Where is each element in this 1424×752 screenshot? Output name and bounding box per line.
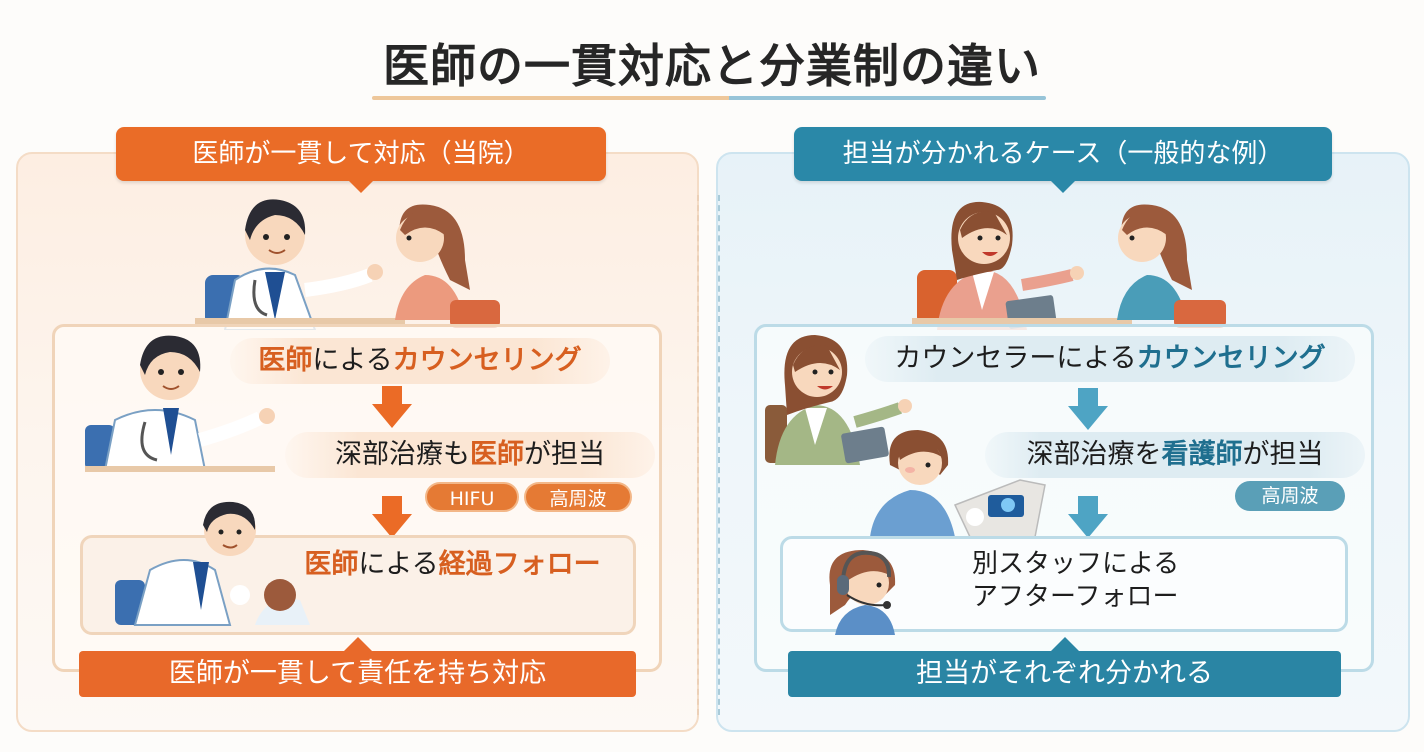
step-text-line1: 別スタッフによる (972, 549, 1180, 579)
nurse-operating-device-illustration-icon (870, 430, 1046, 537)
left-header-banner: 医師が一貫して対応（当院） (116, 127, 606, 193)
doctor-patient-illustration-icon (195, 199, 500, 330)
tag-radiofrequency: 高周波 (524, 482, 632, 512)
tag-radiofrequency: 高周波 (1235, 481, 1345, 511)
doctor-gesturing-illustration-icon (85, 335, 275, 472)
highlight-counseling: カウンセリング (392, 345, 582, 376)
counselor-with-tablet-illustration-icon (765, 335, 912, 465)
arrow-down-icon (1068, 388, 1108, 430)
right-summary-bar: 担当がそれぞれ分かれる (788, 637, 1341, 697)
left-divider (697, 195, 699, 715)
step-text: 深部治療を (1026, 439, 1162, 470)
page-title: 医師の一貫対応と分業制の違い (383, 39, 1041, 93)
highlight-doctor: 医師 (304, 549, 359, 580)
step-text: が担当 (1242, 439, 1324, 470)
left-step-treatment: 深部治療も医師が担当 (285, 432, 655, 478)
step-text-line2: アフターフォロー (972, 582, 1179, 612)
right-step-followup: 別スタッフによる アフターフォロー (972, 548, 1212, 614)
arrow-down-icon (1068, 496, 1108, 538)
step-text: による (312, 345, 393, 376)
right-step-treatment: 深部治療を看護師が担当 (985, 432, 1365, 478)
left-step-counseling: 医師によるカウンセリング (230, 338, 610, 384)
step-text: が担当 (524, 439, 605, 470)
right-step-counseling: カウンセラーによるカウンセリング (865, 336, 1355, 382)
right-header-banner: 担当が分かれるケース（一般的な例） (794, 127, 1332, 193)
highlight-follow: 経過フォロー (438, 549, 601, 580)
arrow-down-icon (372, 386, 412, 428)
highlight-counseling: カウンセリング (1136, 343, 1326, 374)
step-text: 深部治療も (335, 439, 470, 470)
tag-hifu: HIFU (425, 482, 519, 512)
arrow-down-icon (372, 496, 412, 538)
step-text: による (358, 549, 439, 580)
highlight-doctor: 医師 (470, 439, 524, 470)
highlight-nurse: 看護師 (1161, 439, 1243, 470)
step-text: カウンセラーによる (894, 343, 1137, 374)
left-step-followup: 医師による経過フォロー (285, 542, 620, 588)
right-divider (718, 195, 720, 715)
highlight-doctor: 医師 (258, 345, 313, 376)
counselor-patient-illustration-icon (912, 201, 1226, 330)
title-underline (372, 96, 1046, 100)
left-summary-bar: 医師が一貫して責任を持ち対応 (79, 637, 636, 697)
staff-headset-illustration-icon (829, 550, 896, 635)
doctor-examining-patient-illustration-icon (115, 501, 310, 626)
